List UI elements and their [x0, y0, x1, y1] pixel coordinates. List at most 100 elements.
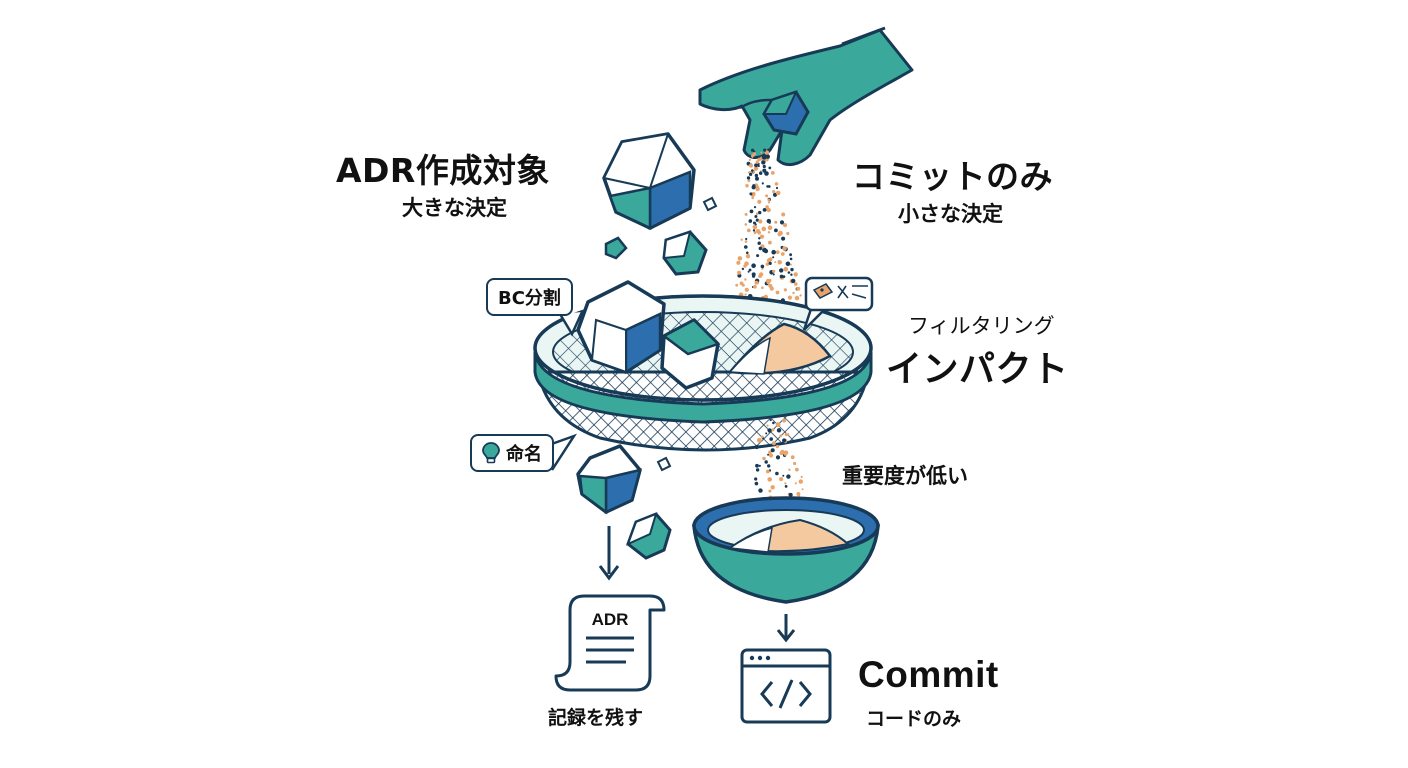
sand-particle — [777, 428, 781, 432]
sand-particle — [784, 450, 789, 455]
sand-particle — [766, 263, 769, 266]
sand-particle — [771, 448, 775, 452]
sand-particle — [765, 194, 768, 197]
sand-particle — [745, 293, 747, 295]
tag-icon-label — [806, 278, 872, 310]
sand-particle — [745, 240, 748, 243]
sand-particle — [738, 256, 743, 261]
sand-particle — [760, 235, 764, 239]
adr-document: ADR — [556, 596, 664, 690]
sand-particle — [754, 477, 757, 480]
sand-particle — [770, 287, 774, 291]
sand-particle — [771, 428, 774, 431]
sand-particle — [759, 172, 762, 175]
sand-particle — [769, 262, 772, 265]
sand-particle — [796, 287, 800, 291]
sand-particle — [789, 253, 792, 256]
arrow-down-icon — [600, 526, 618, 578]
sand-particle — [749, 171, 751, 173]
sand-particle — [767, 454, 769, 456]
sand-particle — [775, 472, 779, 476]
sand-particle — [749, 192, 752, 195]
sand-particle — [761, 436, 764, 439]
sand-particle — [776, 445, 779, 448]
sand-particle — [768, 225, 773, 230]
sand-particle — [776, 455, 780, 459]
sand-particle — [766, 279, 770, 283]
sand-particle — [744, 261, 749, 266]
sand-particle — [772, 256, 774, 258]
sand-particle — [770, 419, 772, 421]
sand-particle — [749, 173, 752, 176]
adr-document-title: ADR — [592, 610, 629, 629]
sand-particle — [785, 485, 788, 488]
sand-particle — [793, 462, 796, 465]
sand-particle — [756, 229, 760, 233]
sand-particle — [753, 285, 757, 289]
stone-below-2 — [628, 514, 670, 558]
small-decision-subtitle: 小さな決定 — [898, 198, 1003, 228]
sand-particle — [756, 213, 759, 216]
sand-particle — [772, 441, 776, 445]
sand-particle — [744, 245, 748, 249]
sand-particle — [766, 470, 770, 474]
sand-particle — [786, 262, 791, 267]
sand-particle — [747, 176, 750, 179]
sand-particle — [737, 271, 741, 275]
sand-particle — [782, 418, 786, 422]
sand-particle — [756, 160, 759, 163]
sand-particle — [772, 270, 775, 273]
sand-particle — [788, 271, 791, 274]
sand-particle — [784, 482, 786, 484]
sand-particle — [766, 155, 770, 159]
sand-particle — [776, 187, 778, 189]
sand-particle — [768, 431, 770, 433]
sand-particle — [775, 182, 779, 186]
sand-particle — [735, 284, 738, 287]
sand-particle — [776, 291, 780, 295]
sand-particle — [754, 215, 757, 218]
sand-particle — [744, 278, 746, 280]
code-only-label: コードのみ — [866, 704, 961, 731]
sand-particle — [802, 488, 804, 490]
low-importance-label: 重要度が低い — [842, 460, 968, 490]
sand-particle — [772, 422, 775, 425]
sand-particle — [745, 288, 749, 292]
sand-particle — [755, 223, 757, 225]
hand-icon — [700, 28, 912, 165]
sand-particle — [769, 437, 773, 441]
sand-particle — [761, 286, 764, 289]
sand-particle — [784, 267, 789, 272]
sand-particle — [760, 152, 762, 154]
sand-particle — [750, 210, 754, 214]
sand-particle — [762, 169, 766, 173]
sand-particle — [798, 495, 800, 497]
sand-particle — [787, 433, 789, 435]
sand-particle — [742, 268, 744, 270]
small-stone — [664, 232, 706, 274]
sand-particle — [780, 451, 784, 455]
sand-particle — [768, 257, 772, 261]
keep-record-label: 記録を残す — [548, 703, 643, 730]
lightbulb-icon — [482, 442, 500, 464]
sand-particle — [753, 229, 755, 231]
sand-particle — [781, 237, 785, 241]
sand-particle — [766, 185, 769, 188]
sand-particle — [761, 265, 765, 269]
sand-particle — [758, 165, 760, 167]
sand-particle — [757, 438, 762, 443]
sand-particle — [794, 282, 798, 286]
sand-particle — [755, 174, 758, 177]
sand-particle — [795, 482, 797, 484]
sand-particle — [746, 185, 748, 187]
sand-particle — [759, 247, 763, 251]
sand-particle — [771, 171, 775, 175]
sand-particle — [762, 457, 766, 461]
sand-particle — [795, 296, 800, 301]
sand-particle — [779, 268, 783, 272]
sand-particle — [779, 434, 782, 437]
sand-particle — [759, 465, 761, 467]
commit-label: Commit — [858, 654, 999, 696]
sand-particle — [782, 438, 786, 442]
